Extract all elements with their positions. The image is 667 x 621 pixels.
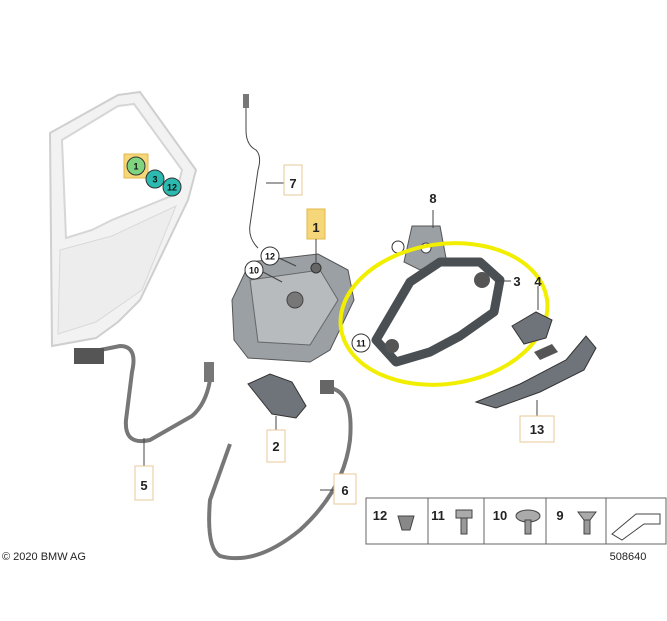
- label-box-5: [134, 465, 154, 501]
- callout-12-lock[interactable]: [260, 246, 280, 266]
- part-label-7: 7: [289, 176, 296, 191]
- direction-arrow-icon: [611, 513, 661, 541]
- highlight-ellipse: [338, 241, 550, 387]
- lock-cover-part-2[interactable]: [247, 373, 307, 419]
- callout-10-lock[interactable]: [244, 260, 264, 280]
- part-label-13: 13: [530, 422, 544, 437]
- door-callout-1-text: 1: [133, 162, 138, 172]
- door-callout-12-text: 12: [167, 183, 177, 193]
- bowden-cable-part-6[interactable]: [207, 380, 353, 561]
- part-label-2: 2: [272, 439, 279, 454]
- legend-number-11: 11: [431, 508, 445, 523]
- legend-number-12: 12: [373, 508, 387, 523]
- operating-rod-part-7[interactable]: [243, 94, 261, 249]
- torx-screw-icon: [577, 511, 597, 535]
- round-head-screw-icon: [515, 509, 541, 535]
- copyright-text: © 2020 BMW AG: [2, 551, 86, 563]
- hex-bolt-icon: [455, 509, 473, 535]
- svg-text:12: 12: [265, 252, 275, 262]
- svg-text:10: 10: [249, 266, 259, 276]
- door-callout-1[interactable]: 1: [123, 153, 149, 179]
- door-callout-12[interactable]: 12: [162, 177, 182, 197]
- part-label-6: 6: [341, 483, 348, 498]
- svg-text:11: 11: [356, 339, 366, 349]
- fastener-legend: 12 11 10 9: [365, 497, 667, 545]
- clip-icon: [397, 515, 415, 531]
- cover-cap-part-4[interactable]: [511, 311, 553, 345]
- legend-number-10: 10: [493, 508, 507, 523]
- rear-door-illustration: [48, 90, 198, 348]
- door-callout-3-text: 3: [152, 175, 157, 185]
- label-box-7: [283, 164, 303, 196]
- door-callout-3[interactable]: 3: [145, 169, 165, 189]
- legend-number-9: 9: [556, 508, 563, 523]
- part-label-8: 8: [429, 191, 436, 206]
- outer-door-handle-part-13[interactable]: [474, 335, 597, 409]
- bowden-cable-part-5[interactable]: [74, 343, 214, 443]
- handle-carrier-part-3[interactable]: [371, 257, 505, 367]
- label-box-13: [519, 415, 555, 443]
- part-label-3: 3: [513, 274, 520, 289]
- part-label-4: 4: [534, 274, 542, 289]
- part-label-5: 5: [140, 478, 147, 493]
- diagram-number: 508640: [610, 551, 647, 563]
- callout-11[interactable]: [351, 333, 371, 353]
- part-label-1: 1: [312, 220, 319, 235]
- door-lock-part-1[interactable]: [231, 253, 355, 363]
- label-box-2: [266, 429, 286, 463]
- label-box-6: [333, 473, 357, 505]
